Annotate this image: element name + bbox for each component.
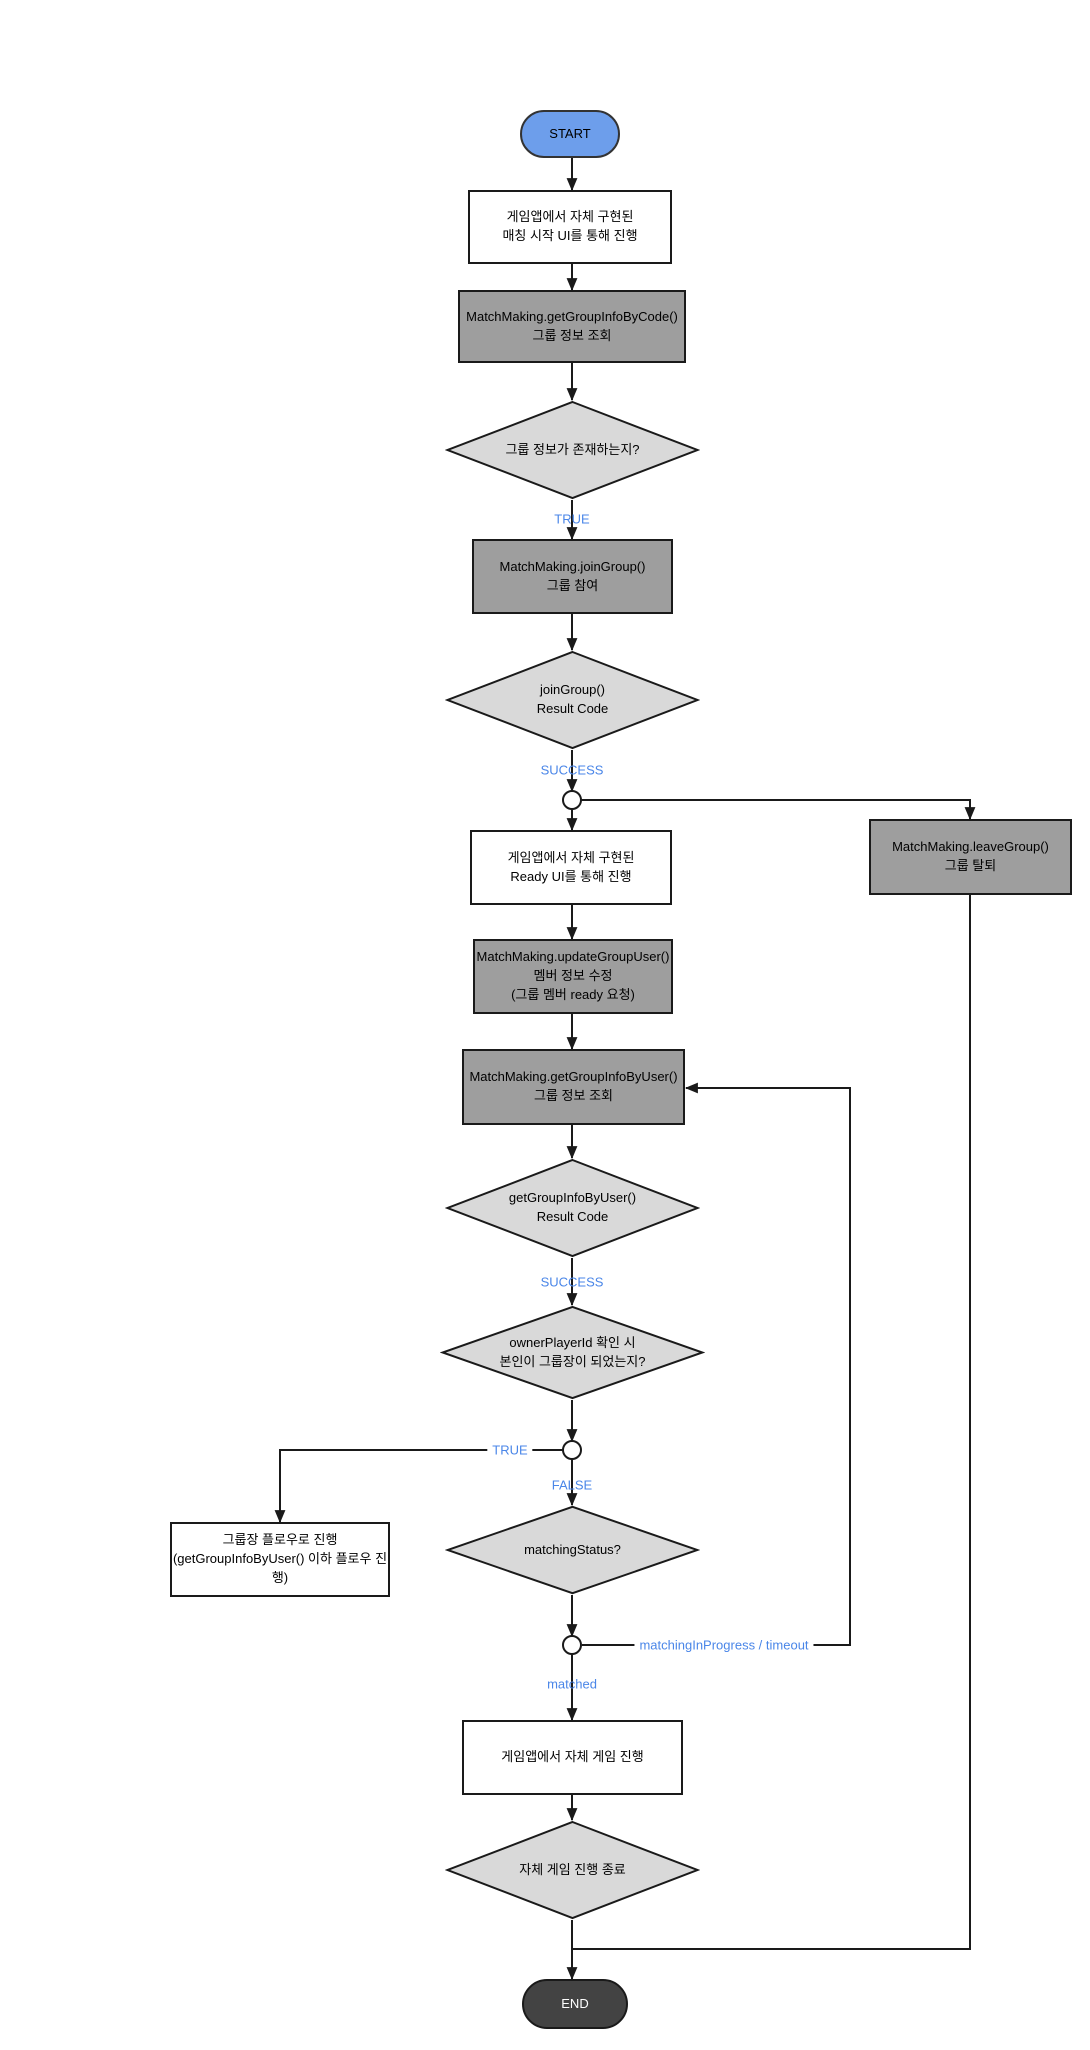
process-owner-flow: 그룹장 플로우로 진행 (getGroupInfoByUser() 이하 플로우…	[170, 1522, 390, 1597]
edge-true-to-ownerflow	[274, 1449, 563, 1524]
process-game-play: 게임앱에서 자체 게임 진행	[462, 1720, 683, 1795]
decision-get-info-result: getGroupInfoByUser() Result Code	[445, 1158, 700, 1258]
decision-get-info-result-label: getGroupInfoByUser() Result Code	[508, 1190, 637, 1224]
junction-after-join	[562, 790, 582, 810]
decision-matching-status: matchingStatus?	[445, 1505, 700, 1595]
decision-game-end-label: 자체 게임 진행 종료	[519, 1861, 626, 1877]
junction-owner-branch	[562, 1440, 582, 1460]
process-match-ui: 게임앱에서 자체 구현된 매칭 시작 UI를 통해 진행	[468, 190, 672, 264]
process-update-group-user: MatchMaking.updateGroupUser() 멤버 정보 수정 (…	[473, 939, 673, 1014]
decision-owner-check: ownerPlayerId 확인 시 본인이 그룹장이 되었는지?	[440, 1305, 705, 1400]
process-get-group-info-by-user: MatchMaking.getGroupInfoByUser() 그룹 정보 조…	[462, 1049, 685, 1125]
edge-label-success-2: SUCCESS	[540, 1274, 604, 1290]
diamond-shape	[445, 650, 700, 750]
end-node: END	[522, 1979, 628, 2029]
diamond-shape	[445, 1505, 700, 1595]
decision-join-result: joinGroup() Result Code	[445, 650, 700, 750]
diamond-shape	[445, 1158, 700, 1258]
decision-owner-check-label: ownerPlayerId 확인 시 본인이 그룹장이 되었는지?	[499, 1334, 646, 1369]
decision-game-end: 자체 게임 진행 종료	[445, 1820, 700, 1920]
edge-label-success-1: SUCCESS	[540, 762, 604, 778]
decision-group-exists-label: 그룹 정보가 존재하는지?	[505, 441, 640, 457]
junction-matching-branch	[562, 1635, 582, 1655]
decision-matching-status-label: matchingStatus?	[524, 1541, 621, 1557]
process-ready-ui: 게임앱에서 자체 구현된 Ready UI를 통해 진행	[470, 830, 672, 905]
decision-join-result-label: joinGroup() Result Code	[536, 682, 609, 716]
diamond-shape	[440, 1305, 705, 1400]
start-node: START	[520, 110, 620, 158]
edge-label-matching-in-progress: matchingInProgress / timeout	[634, 1637, 814, 1653]
edge-junction-to-leavegroup	[581, 799, 976, 821]
process-join-group: MatchMaking.joinGroup() 그룹 참여	[472, 539, 673, 614]
process-get-group-info-by-code: MatchMaking.getGroupInfoByCode() 그룹 정보 조…	[458, 290, 686, 363]
edge-label-false: FALSE	[551, 1477, 593, 1493]
decision-group-exists: 그룹 정보가 존재하는지?	[445, 400, 700, 500]
edge-label-true-2: TRUE	[487, 1442, 533, 1458]
diamond-shape	[445, 400, 700, 500]
process-leave-group: MatchMaking.leaveGroup() 그룹 탈퇴	[869, 819, 1072, 895]
edge-label-true-1: TRUE	[554, 511, 590, 527]
edge-label-matched: matched	[547, 1676, 597, 1692]
diamond-shape	[445, 1820, 700, 1920]
edge-leavegroup-to-end	[573, 895, 971, 1950]
